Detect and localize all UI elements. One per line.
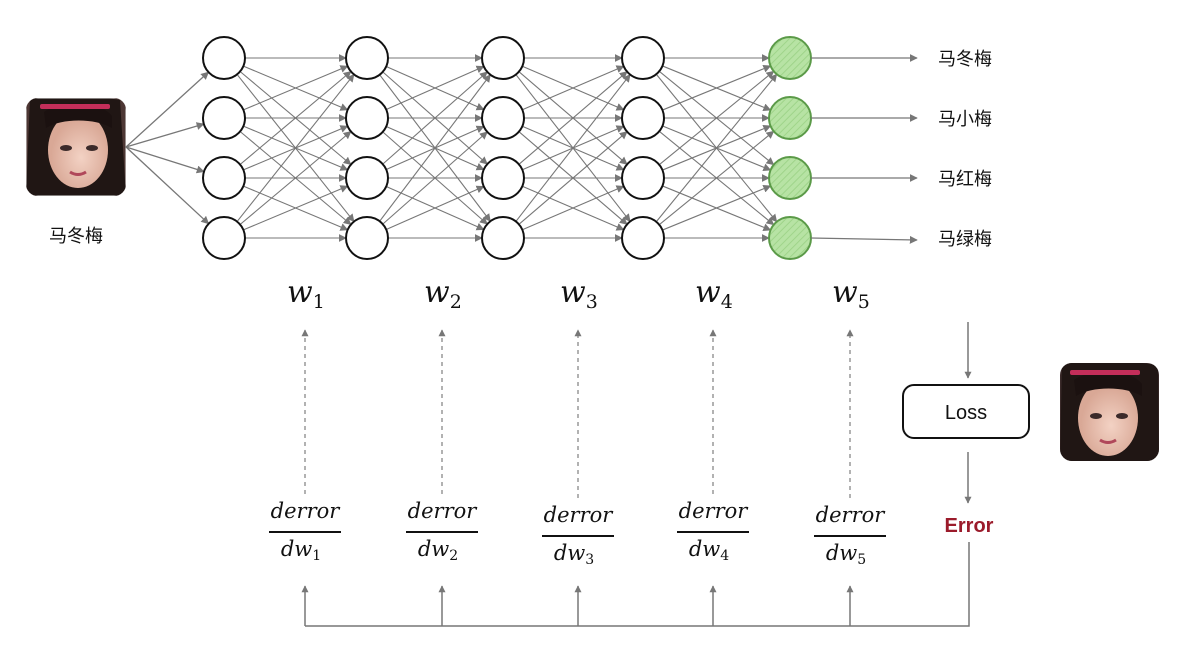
hidden-neuron xyxy=(345,216,389,260)
connection-edge xyxy=(239,70,352,165)
gradient-numerator: derror xyxy=(271,499,342,523)
connection-edge xyxy=(662,64,772,111)
hidden-neuron xyxy=(621,36,665,80)
input-label: 马冬梅 xyxy=(49,226,103,247)
input-photo xyxy=(26,98,126,196)
output-neuron xyxy=(768,96,812,140)
weight-label: w4 xyxy=(695,275,733,313)
weight-label: w5 xyxy=(832,275,870,313)
hidden-neuron xyxy=(621,156,665,200)
weight-label: w1 xyxy=(287,275,325,313)
hidden-neuron xyxy=(481,96,525,140)
gradient-numerator: derror xyxy=(544,503,615,527)
connection-edge xyxy=(522,185,625,231)
connection-edge xyxy=(236,73,355,222)
connection-edge xyxy=(658,70,775,166)
connection-edge xyxy=(658,130,775,226)
hidden-neuron xyxy=(202,96,246,140)
output-neuron xyxy=(768,36,812,80)
output-label: 马冬梅 xyxy=(938,49,992,70)
gradient-denominator: dw3 xyxy=(554,541,594,568)
hidden-neuron xyxy=(202,216,246,260)
hidden-neuron xyxy=(481,156,525,200)
connection-edge xyxy=(518,131,628,225)
loss-label: Loss xyxy=(945,402,987,424)
gradient-denominator: dw5 xyxy=(826,541,866,568)
output-label: 马绿梅 xyxy=(938,229,992,250)
hidden-neuron xyxy=(481,36,525,80)
gradient-denominator: dw4 xyxy=(689,537,729,564)
hidden-neuron xyxy=(202,36,246,80)
output-arrow xyxy=(810,235,918,244)
hidden-neuron xyxy=(481,216,525,260)
connection-edge xyxy=(385,185,485,231)
gradient-terms: derror dw1 derror dw2 derror dw3 derror dw4 derr… xyxy=(269,329,887,568)
connection-edge xyxy=(382,71,488,165)
input-edge xyxy=(125,122,205,148)
error-label: Error xyxy=(945,515,994,537)
hidden-neuron xyxy=(345,96,389,140)
gradient-denominator: dw1 xyxy=(281,537,321,564)
loss-box xyxy=(902,384,1030,439)
output-label: 马小梅 xyxy=(938,109,992,130)
output-label: 马红梅 xyxy=(938,169,992,190)
weight-label: w2 xyxy=(424,275,462,313)
connection-edge xyxy=(379,74,491,222)
output-neuron xyxy=(768,156,812,200)
connection-edge xyxy=(518,71,628,165)
gradient-numerator: derror xyxy=(679,499,750,523)
hidden-neuron xyxy=(621,96,665,140)
weight-labels: w1 w2 w3 w4 w5 xyxy=(287,275,870,313)
connection-edge xyxy=(385,65,485,111)
connection-edge xyxy=(382,131,488,225)
connection-edge xyxy=(243,65,349,111)
input-edge xyxy=(125,146,210,225)
feedback-path xyxy=(305,542,970,627)
connection-edge xyxy=(522,65,625,111)
connection-edge xyxy=(655,73,778,223)
hidden-neuron xyxy=(345,156,389,200)
weight-label: w3 xyxy=(560,275,598,313)
connection-edge xyxy=(515,73,631,222)
gradient-numerator: derror xyxy=(408,499,479,523)
connection-edge xyxy=(662,184,772,231)
gradient-numerator: derror xyxy=(816,503,887,527)
error-feedback-lines xyxy=(301,542,970,627)
network-connections xyxy=(125,54,778,242)
connection-edge xyxy=(243,185,349,231)
input-edge xyxy=(125,71,210,148)
hidden-neuron xyxy=(202,156,246,200)
gradient-denominator: dw2 xyxy=(418,537,458,564)
hidden-neuron xyxy=(621,216,665,260)
connection-edge xyxy=(239,130,352,225)
output-neuron xyxy=(768,216,812,260)
hidden-neuron xyxy=(345,36,389,80)
input-edge xyxy=(125,146,205,174)
target-photo xyxy=(1060,363,1159,461)
